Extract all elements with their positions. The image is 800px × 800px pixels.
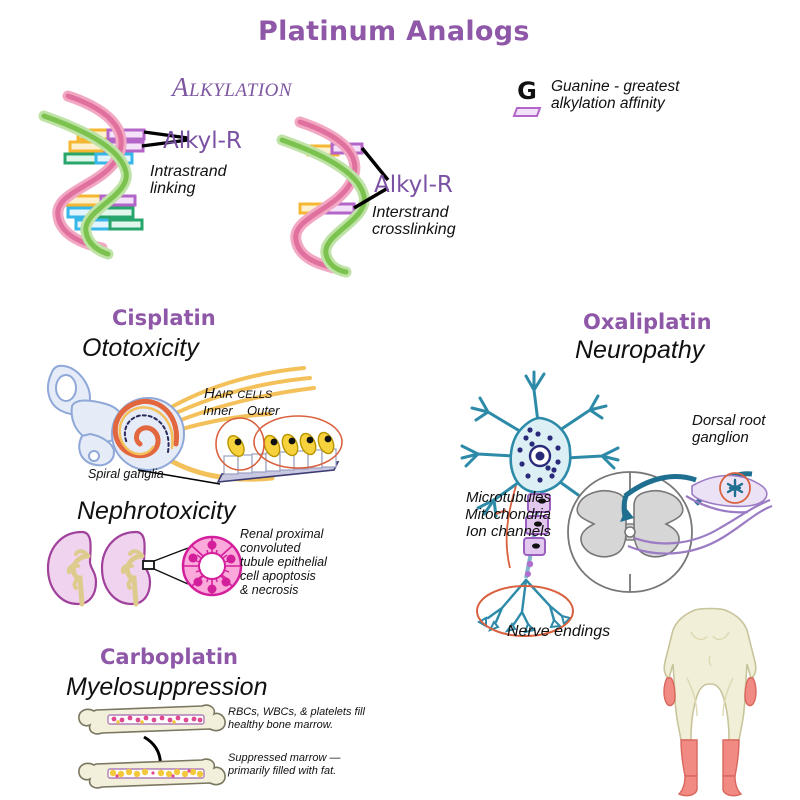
body-figure	[635, 607, 785, 798]
alkylation-heading: Alkylation	[172, 72, 293, 102]
neuron-spinal-diagram	[430, 368, 790, 638]
bone-marrow-diagram	[78, 703, 238, 793]
carboplatin-title: Carboplatin	[100, 645, 238, 669]
suppressed-marrow-caption: Suppressed marrow — primarily filled wit…	[228, 752, 341, 777]
alkyl-r-label-left: Alkyl-R	[163, 128, 242, 154]
guanine-swatch-icon	[512, 107, 542, 117]
dna-helix-intrastrand	[20, 88, 250, 260]
axon-targets-label: Microtubules Mitochondria Ion channels	[465, 489, 551, 540]
healthy-marrow-caption: RBCs, WBCs, & platelets fill healthy bon…	[228, 706, 365, 731]
guanine-legend-text: Guanine - greatest alkylation affinity	[551, 78, 680, 113]
dorsal-root-ganglion-label: Dorsal root ganglion	[692, 412, 766, 446]
nephrotoxicity-subtitle: Nephrotoxicity	[77, 497, 236, 525]
page-title: Platinum Analogs	[258, 16, 530, 47]
guanine-legend: G Guanine - greatest alkylation affinity	[512, 76, 762, 118]
kidney-diagram	[42, 528, 243, 608]
inner-hair-cells-label: Inner	[203, 403, 233, 418]
alkyl-r-label-right: Alkyl-R	[374, 172, 453, 198]
myelosuppression-subtitle: Myelosuppression	[66, 673, 268, 701]
outer-hair-cells-label: Outer	[247, 403, 280, 418]
ear-diagram	[42, 358, 343, 488]
nerve-endings-label: Nerve endings	[507, 623, 611, 640]
oxaliplatin-title: Oxaliplatin	[583, 310, 712, 334]
interstrand-caption: Interstrand crosslinking	[372, 204, 456, 239]
renal-tubule-caption: Renal proximal convoluted tubule epithel…	[240, 527, 327, 597]
dna-helix-interstrand	[276, 116, 498, 278]
guanine-symbol: G	[517, 77, 537, 105]
ototoxicity-subtitle: Ototoxicity	[82, 334, 199, 362]
neuropathy-subtitle: Neuropathy	[575, 336, 705, 364]
spiral-ganglia-label: Spiral ganglia	[88, 467, 164, 481]
intrastrand-caption: Intrastrand linking	[150, 163, 227, 198]
cisplatin-title: Cisplatin	[112, 306, 216, 330]
hair-cells-label: Hair cells	[204, 385, 273, 402]
